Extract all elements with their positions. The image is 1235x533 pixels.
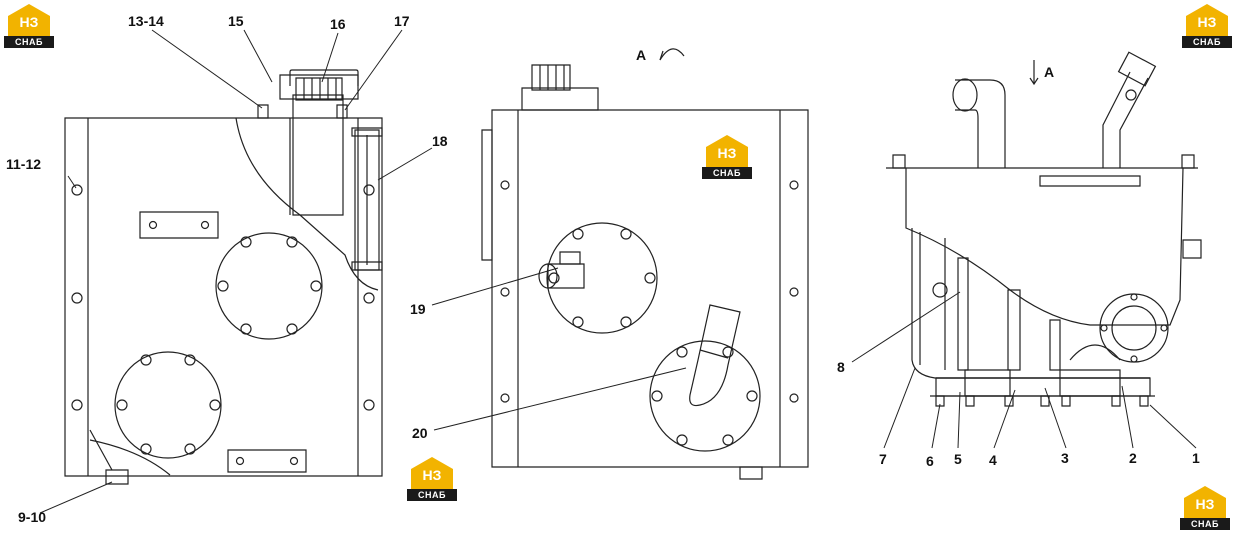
watermark-letters: НЗ [422, 467, 442, 483]
watermark-caption: СНАБ [407, 489, 457, 501]
watermark-caption: СНАБ [702, 167, 752, 179]
watermark-caption: СНАБ [4, 36, 54, 48]
watermark-logo-top-left: НЗ СНАБ [2, 2, 56, 48]
callout-20: 20 [412, 425, 428, 441]
callout-4: 4 [989, 452, 997, 468]
callout-16: 16 [330, 16, 346, 32]
callout-11-12: 11-12 [6, 156, 42, 172]
callout-19: 19 [410, 301, 426, 317]
middle-view-front [482, 65, 808, 479]
view-a-label-right: A [1044, 64, 1055, 80]
callout-8: 8 [837, 359, 845, 375]
view-a-arrows [660, 49, 1038, 84]
watermark-logo-bottom-right: НЗ СНАБ [1178, 484, 1232, 530]
view-a-label-top: A [636, 47, 647, 63]
callout-5: 5 [954, 451, 962, 467]
callout-7: 7 [879, 451, 887, 467]
callout-1: 1 [1192, 450, 1200, 466]
watermark-letters: НЗ [19, 14, 39, 30]
watermark-letters: НЗ [717, 145, 737, 161]
callout-18: 18 [432, 133, 448, 149]
right-view-end [886, 52, 1201, 406]
watermark-letters: НЗ [1197, 14, 1217, 30]
watermark-logo-top-right: НЗ СНАБ [1180, 2, 1234, 48]
callout-15: 15 [228, 13, 244, 29]
watermark-letters: НЗ [1195, 496, 1215, 512]
callout-3: 3 [1061, 450, 1069, 466]
callout-9-10: 9-10 [18, 509, 47, 525]
callout-13-14: 13-14 [128, 13, 164, 29]
watermark-logo-center: НЗ СНАБ [700, 133, 754, 179]
watermark-caption: СНАБ [1182, 36, 1232, 48]
callout-6: 6 [926, 453, 934, 469]
left-view-side [65, 70, 382, 484]
leader-lines [40, 30, 1196, 513]
callout-2: 2 [1129, 450, 1137, 466]
watermark-caption: СНАБ [1180, 518, 1230, 530]
callout-17: 17 [394, 13, 410, 29]
watermark-logo-bottom-middle: НЗ СНАБ [405, 455, 459, 501]
